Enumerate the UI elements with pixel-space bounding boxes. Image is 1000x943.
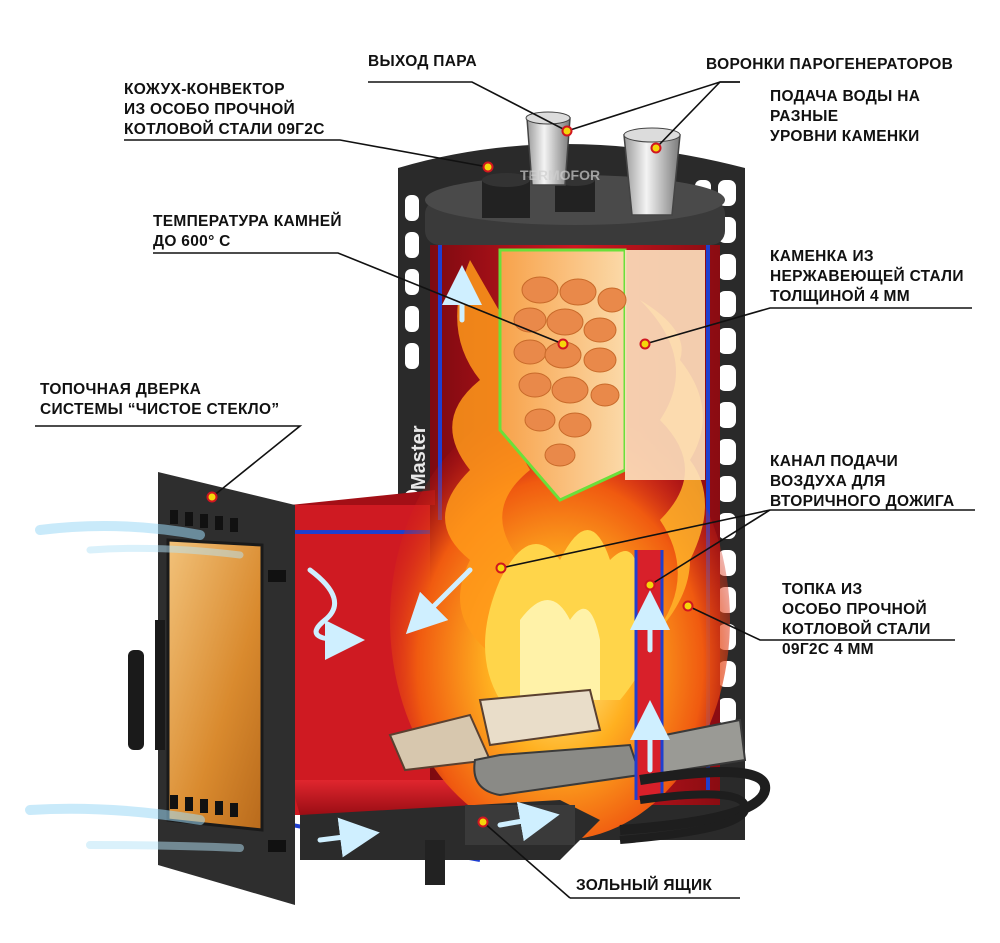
brand-lettering-termofor: TERMOFOR [520, 167, 600, 183]
label-line: КАМЕНКА ИЗ [770, 248, 874, 265]
heater-lid [425, 173, 725, 245]
label-firebox: ТОПКА ИЗ ОСОБО ПРОЧНОЙ КОТЛОВОЙ СТАЛИ 09… [782, 580, 931, 660]
label-stone-temperature: ТЕМПЕРАТУРА КАМНЕЙ ДО 600° С [153, 212, 342, 252]
callout-markers [206, 125, 694, 828]
label-line: ПОДАЧА ВОДЫ НА [770, 88, 921, 105]
label-line: КОТЛОВОЙ СТАЛИ 09Г2С [124, 121, 325, 138]
label-ash-box: ЗОЛЬНЫЙ ЯЩИК [576, 876, 712, 896]
airflow-streaks [25, 265, 670, 858]
label-line: ВОЗДУХА ДЛЯ [770, 473, 886, 490]
label-line: ЗОЛЬНЫЙ ЯЩИК [576, 877, 713, 894]
label-water-supply: ПОДАЧА ВОДЫ НА РАЗНЫЕ УРОВНИ КАМЕНКИ [770, 87, 920, 147]
label-steam-funnels: ВОРОНКИ ПАРОГЕНЕРАТОРОВ [706, 55, 953, 75]
label-line: НЕРЖАВЕЮЩЕЙ СТАЛИ [770, 268, 964, 285]
stone-heater-basket [498, 248, 705, 502]
label-air-channel: КАНАЛ ПОДАЧИ ВОЗДУХА ДЛЯ ВТОРИЧНОГО ДОЖИ… [770, 452, 954, 512]
label-casing: КОЖУХ-КОНВЕКТОР ИЗ ОСОБО ПРОЧНОЙ КОТЛОВО… [124, 80, 325, 140]
label-line: КОЖУХ-КОНВЕКТОР [124, 81, 285, 98]
label-firebox-door: ТОПОЧНАЯ ДВЕРКА СИСТЕМЫ “ЧИСТОЕ СТЕКЛО” [40, 380, 279, 420]
label-line: ВТОРИЧНОГО ДОЖИГА [770, 493, 955, 510]
label-line: ВОРОНКИ ПАРОГЕНЕРАТОРОВ [706, 56, 954, 73]
label-line: ТЕМПЕРАТУРА КАМНЕЙ [153, 213, 342, 230]
label-line: ВЫХОД ПАРА [368, 53, 478, 70]
label-line: ДО 600° С [153, 233, 231, 250]
label-line: КОТЛОВОЙ СТАЛИ [782, 621, 931, 638]
leader-lines [35, 81, 975, 899]
label-line: КАНАЛ ПОДАЧИ [770, 453, 899, 470]
label-line: УРОВНИ КАМЕНКИ [770, 128, 920, 145]
label-line: СИСТЕМЫ “ЧИСТОЕ СТЕКЛО” [40, 401, 280, 418]
label-steam-outlet: ВЫХОД ПАРА [368, 52, 477, 72]
label-line: РАЗНЫЕ [770, 108, 839, 125]
label-line: ТОПОЧНАЯ ДВЕРКА [40, 381, 202, 398]
label-line: ИЗ ОСОБО ПРОЧНОЙ [124, 101, 295, 118]
label-line: ТОЛЩИНОЙ 4 ММ [770, 288, 910, 305]
brand-lettering-master: Master [408, 425, 430, 490]
label-line: 09Г2С 4 ММ [782, 641, 874, 658]
label-line: ОСОБО ПРОЧНОЙ [782, 601, 927, 618]
label-line: ТОПКА ИЗ [782, 581, 863, 598]
firebox-door [128, 472, 295, 905]
firewood-logs [388, 688, 747, 797]
label-heater: КАМЕНКА ИЗ НЕРЖАВЕЮЩЕЙ СТАЛИ ТОЛЩИНОЙ 4 … [770, 247, 964, 307]
